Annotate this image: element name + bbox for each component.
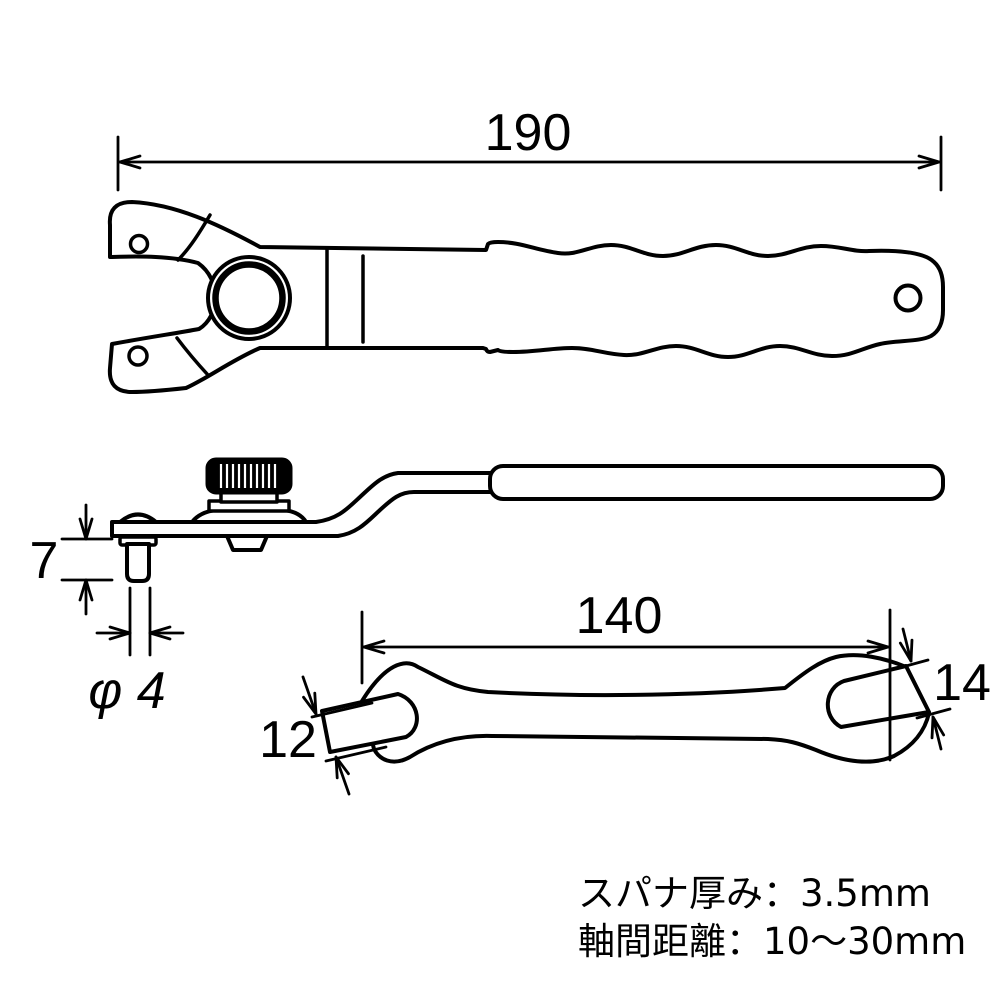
dim-phi4-label: φ 4 bbox=[88, 662, 165, 720]
dim-14-bottom-arrow-shaft bbox=[931, 715, 943, 751]
upper-pin-hole bbox=[128, 233, 150, 255]
lower-pin-hole bbox=[127, 345, 149, 367]
top-view-pin-wrench bbox=[107, 200, 945, 394]
dim-12-top-arrow-shaft bbox=[301, 675, 318, 716]
pin-top-bump bbox=[118, 512, 158, 524]
lower-arm-crease-line bbox=[175, 336, 210, 377]
pin-wrench-body-outline bbox=[107, 200, 945, 394]
dim-12-bottom-arrowhead bbox=[334, 755, 350, 780]
dim-14-bottom-arrowhead bbox=[930, 715, 946, 740]
dim-7-label: 7 bbox=[30, 532, 59, 590]
dim-phi4: φ 4 bbox=[88, 586, 185, 720]
dim-14-top-arrow-shaft bbox=[901, 627, 913, 663]
dim-12-top-arrowhead bbox=[302, 691, 318, 716]
dim-140: 140 bbox=[360, 587, 892, 762]
dim-14-top-arrowhead bbox=[898, 638, 914, 663]
center-boss-inner-ring bbox=[215, 264, 283, 332]
dim-phi4-right-pointing-arrowhead bbox=[108, 625, 132, 641]
side-view-pin-wrench bbox=[110, 457, 945, 583]
dim-14-lower-ext-line bbox=[915, 707, 952, 720]
upper-arm-crease-line bbox=[176, 213, 212, 262]
dim-190-left-arrowhead bbox=[118, 154, 142, 170]
dim-190: 190 bbox=[116, 104, 943, 192]
spec-notes: スパナ厚み：3.5mm 軸間距離：10〜30mm bbox=[578, 872, 966, 963]
side-bottom-tab bbox=[225, 534, 269, 552]
note-spanner-thickness: スパナ厚み：3.5mm bbox=[578, 872, 931, 915]
pin-body bbox=[125, 542, 151, 583]
dim-12-upper-ext-line bbox=[310, 701, 374, 719]
side-plate-and-bar bbox=[110, 471, 502, 538]
dim-14: 14 bbox=[893, 627, 991, 751]
spanner-body-outline bbox=[360, 653, 931, 764]
bottom-view-spanner bbox=[320, 653, 931, 764]
dim-190-label: 190 bbox=[485, 104, 572, 162]
knob-knurled-cap bbox=[205, 457, 293, 495]
handle-hang-hole bbox=[893, 283, 923, 313]
spanner-right-jaw-slot bbox=[825, 664, 931, 729]
dim-190-right-arrowhead bbox=[917, 154, 941, 170]
knob-knurl-stripes bbox=[219, 464, 277, 488]
center-boss-middle-ring bbox=[212, 261, 286, 335]
dim-7-up-arrowhead bbox=[78, 578, 94, 602]
note-shaft-distance: 軸間距離：10〜30mm bbox=[578, 920, 966, 963]
side-grip bbox=[488, 464, 945, 501]
dim-12-bottom-arrow-shaft bbox=[334, 755, 351, 796]
dim-7: 7 bbox=[30, 503, 114, 616]
center-boss-outer-circle bbox=[206, 255, 292, 341]
dim-phi4-left-pointing-arrowhead bbox=[148, 625, 172, 641]
dim-12: 12 bbox=[259, 675, 388, 796]
dim-14-upper-ext-line bbox=[893, 658, 930, 671]
dim-7-down-arrowhead bbox=[78, 517, 94, 541]
dim-14-label: 14 bbox=[933, 654, 991, 712]
dim-12-label: 12 bbox=[259, 711, 317, 769]
dim-140-label: 140 bbox=[576, 587, 663, 645]
dim-140-right-arrowhead bbox=[866, 639, 890, 655]
dim-140-left-arrowhead bbox=[362, 639, 386, 655]
